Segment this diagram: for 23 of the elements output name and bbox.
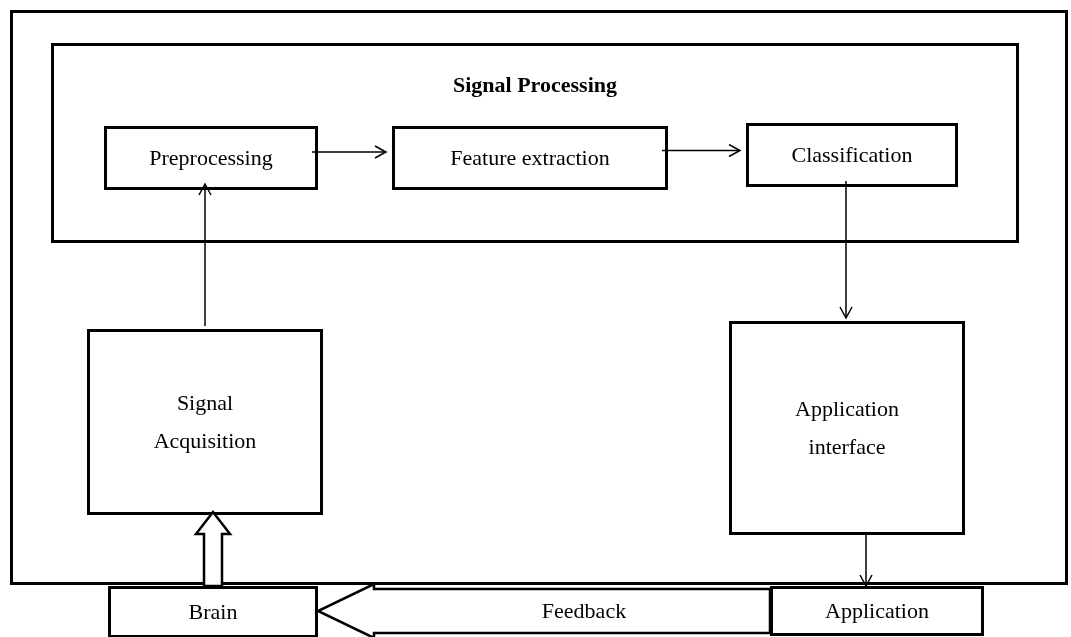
arrow [661,143,741,158]
node-label: Brain [187,598,239,626]
group-box [51,43,1019,243]
node-label: Application interface [794,395,900,461]
process-box [770,586,984,636]
process-box [104,126,318,190]
group-title: Signal Processing [452,71,618,99]
node-label: Classification [790,141,914,169]
node-label: Preprocessing [148,144,274,172]
arrow [839,180,853,319]
node-label: Feature extraction [449,144,611,172]
process-box [108,586,318,637]
block-arrow [193,509,233,588]
node-label: Signal Acquisition [152,389,258,455]
node-label: Application [824,597,930,625]
process-box [392,126,668,190]
process-box [87,329,323,515]
outer-frame [10,10,1068,585]
process-box [746,123,958,187]
arrow [198,183,212,327]
process-box [729,321,965,535]
arrow [311,145,387,159]
block-arrow [315,582,772,637]
